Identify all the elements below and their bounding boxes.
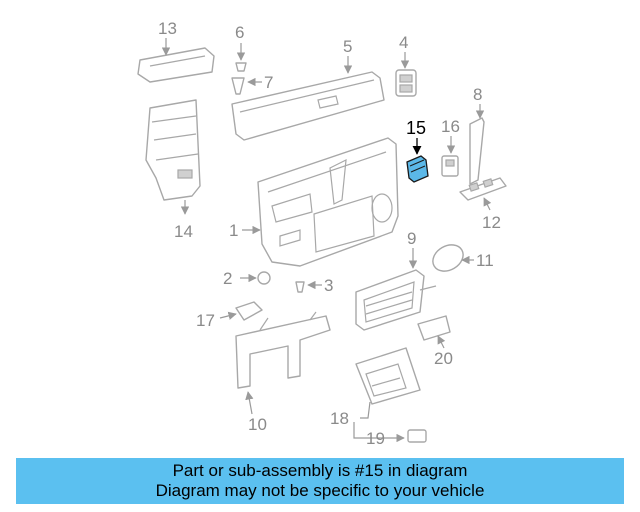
part-9-pocket — [355, 248, 437, 331]
callout-4: 4 — [399, 33, 408, 52]
callout-11: 11 — [476, 251, 494, 270]
callout-13: 13 — [158, 19, 177, 38]
part-19-clip — [353, 422, 427, 443]
part-16-switch — [441, 136, 459, 177]
part-2-fastener — [240, 271, 271, 285]
part-11-cover — [432, 244, 474, 272]
part-14-side-panel — [145, 99, 201, 215]
info-banner: Part or sub-assembly is #15 in diagram D… — [16, 458, 624, 504]
part-1-door-panel — [242, 137, 399, 267]
callout-3: 3 — [324, 276, 333, 295]
callout-20: 20 — [434, 349, 453, 368]
callout-6: 6 — [235, 23, 244, 42]
callout-16: 16 — [441, 117, 460, 136]
banner-line-1: Part or sub-assembly is #15 in diagram — [172, 461, 468, 480]
callout-17: 17 — [196, 311, 215, 330]
part-5-armrest — [231, 56, 385, 141]
callout-12: 12 — [482, 213, 501, 232]
part-4-switch — [395, 52, 417, 97]
part-6-clip — [235, 43, 247, 72]
part-15-highlighted-switch — [406, 138, 429, 183]
part-20-handle — [417, 315, 451, 349]
part-10-frame-bracket — [235, 311, 331, 415]
part-13-trim — [137, 38, 215, 83]
part-18-tray — [355, 347, 421, 419]
callout-8: 8 — [473, 85, 482, 104]
part-3-screw — [295, 280, 322, 293]
callout-9: 9 — [407, 229, 416, 248]
callout-5: 5 — [343, 37, 352, 56]
part-17-bracket — [219, 301, 263, 321]
callout-10: 10 — [248, 415, 267, 434]
callout-2: 2 — [223, 269, 232, 288]
part-8-trim-strip — [469, 104, 485, 185]
callout-19: 19 — [366, 429, 385, 448]
parts-diagram: 13 6 7 5 4 14 — [137, 19, 507, 448]
callout-7: 7 — [264, 73, 273, 92]
part-7-clip — [231, 77, 262, 95]
callout-14: 14 — [174, 222, 193, 241]
callout-18: 18 — [330, 409, 349, 428]
part-12-switch-bezel — [459, 177, 507, 211]
callout-1: 1 — [229, 221, 238, 240]
banner-line-2: Diagram may not be specific to your vehi… — [155, 481, 485, 500]
callout-15: 15 — [406, 118, 426, 138]
